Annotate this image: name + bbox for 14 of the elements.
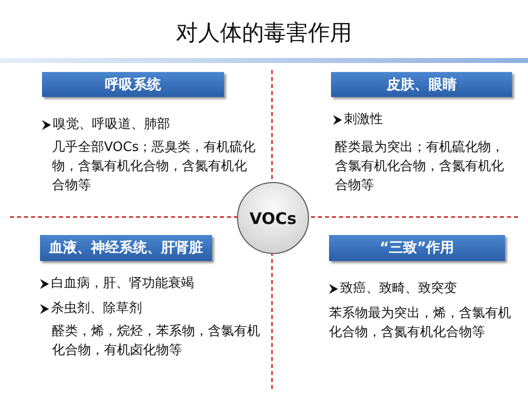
body-text: 苯系物最为突出，烯，含氯有机化合物，含氮有机化合物等 xyxy=(329,305,511,342)
bullet-text: 致癌、致畸、致突变 xyxy=(340,280,458,298)
header-band: 皮肤、眼睛 xyxy=(331,72,512,97)
bullet-text: 刺激性 xyxy=(344,111,384,129)
bullet-text: 嗅觉、呼吸道、肺部 xyxy=(53,116,171,134)
header-band: 呼吸系统 xyxy=(42,72,224,97)
header-band: “三致”作用 xyxy=(329,235,505,261)
bullet-text: 白血病，肝、肾功能衰竭 xyxy=(51,275,195,293)
body-text: 醛类，烯，烷烃，苯系物，含氯有机化合物，有机卤化物等 xyxy=(52,323,261,360)
bullet-text: 杀虫剂、除草剂 xyxy=(51,300,143,318)
center-circle: VOCs xyxy=(237,182,309,254)
slide-title: 对人体的毒害作用 xyxy=(175,20,353,48)
body-text: 醛类最为突出；有机硫化物，含氯有机化合物，含氮有机化合物等 xyxy=(335,139,505,195)
header-band: 血液、神经系统、肝肾脏 xyxy=(40,235,212,261)
